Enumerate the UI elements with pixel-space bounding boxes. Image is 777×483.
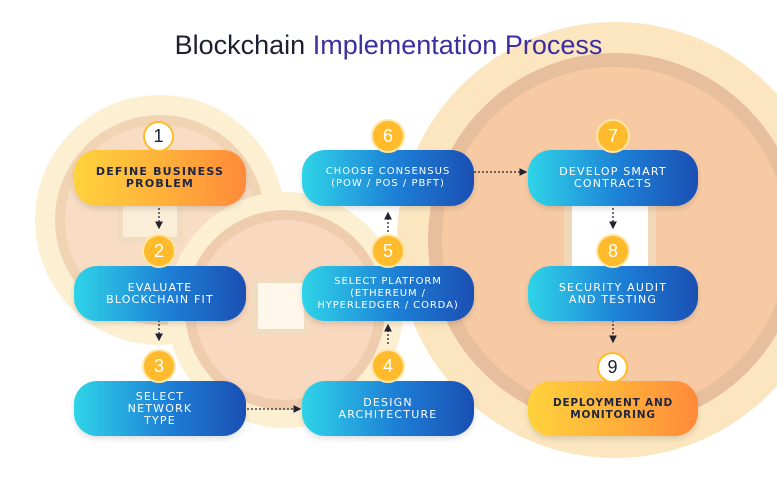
step-7-label: Develop Smart Contracts (559, 165, 667, 190)
step-3-number: 3 (144, 351, 174, 381)
step-5-number: 5 (373, 236, 403, 266)
step-4-number: 4 (373, 351, 403, 381)
step-3-label: Select Network Type (127, 389, 193, 427)
step-2-box: Evaluate Blockchain Fit (74, 266, 246, 321)
title-part-2: Implementation Process (312, 30, 603, 60)
step-8-box: Security Audit and Testing (528, 266, 698, 321)
step-9-number: 9 (597, 352, 628, 383)
step-7-box: Develop Smart Contracts (528, 150, 698, 206)
step-7-number: 7 (598, 121, 628, 151)
step-1-box: Define Business Problem (74, 150, 246, 206)
title-part-1: Blockchain (174, 30, 306, 60)
step-8-label: Security Audit and Testing (558, 280, 668, 306)
step-3-box: Select Network Type (74, 381, 246, 436)
step-8-number: 8 (598, 236, 628, 266)
step-4-label: Design Architecture (338, 395, 438, 421)
step-9-box: Deployment and Monitoring (528, 381, 698, 436)
step-6-number: 6 (373, 121, 403, 151)
step-1-label: Define Business Problem (95, 165, 225, 190)
step-5-label: Select Platform (Ethereum / Hyperledger … (317, 275, 459, 311)
step-2-number: 2 (144, 236, 174, 266)
step-6-label: Choose Consensus (PoW / PoS / PBFT) (325, 166, 451, 189)
step-6-box: Choose Consensus (PoW / PoS / PBFT) (302, 150, 474, 206)
step-5-box: Select Platform (Ethereum / Hyperledger … (302, 266, 474, 321)
step-1-number: 1 (143, 121, 174, 152)
step-9-label: Deployment and Monitoring (552, 396, 674, 421)
step-4-box: Design Architecture (302, 381, 474, 436)
coin-right-decoration (397, 22, 777, 458)
step-2-label: Evaluate Blockchain Fit (106, 280, 214, 306)
diagram-title: Blockchain Implementation Process (0, 30, 777, 61)
